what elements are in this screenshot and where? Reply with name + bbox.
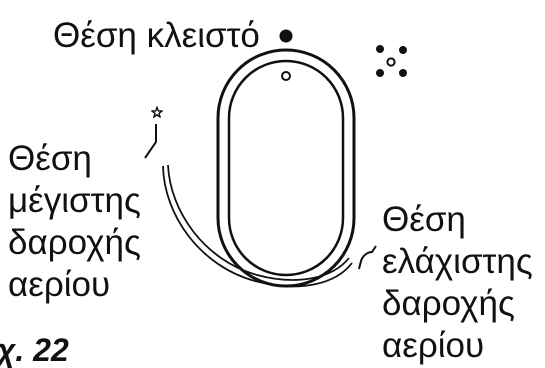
max-flame-star-icon xyxy=(151,106,163,118)
burner-ring-icon xyxy=(376,45,407,77)
min-flow-line-3: δαροχής xyxy=(382,284,515,323)
min-flow-line-1: Θέση xyxy=(382,200,466,239)
knob-pointer-dot xyxy=(281,71,291,81)
closed-position-label: Θέση κλειστό xyxy=(53,16,260,55)
max-flow-line-2: μέγιστης xyxy=(8,181,141,220)
max-flow-label: Θέση μέγιστης δαροχής αερίου xyxy=(8,138,141,306)
rotation-arc-outer xyxy=(162,165,353,288)
gas-knob-diagram xyxy=(144,29,407,288)
max-position-tick xyxy=(144,124,157,159)
rotation-arc-inner xyxy=(167,164,350,281)
min-position-tick xyxy=(358,245,377,270)
knob-inner xyxy=(227,59,345,277)
max-flow-line-4: αερίου xyxy=(8,265,111,304)
min-flow-label: Θέση ελάχιστης δαροχής αερίου xyxy=(382,199,533,367)
closed-position-dot xyxy=(279,29,293,43)
min-flow-line-4: αερίου xyxy=(382,326,485,365)
min-flow-line-2: ελάχιστης xyxy=(382,242,533,281)
figure-caption: Σχ. 22 xyxy=(0,332,69,368)
max-flow-line-3: δαροχής xyxy=(8,223,141,262)
max-flow-line-1: Θέση xyxy=(8,139,92,178)
